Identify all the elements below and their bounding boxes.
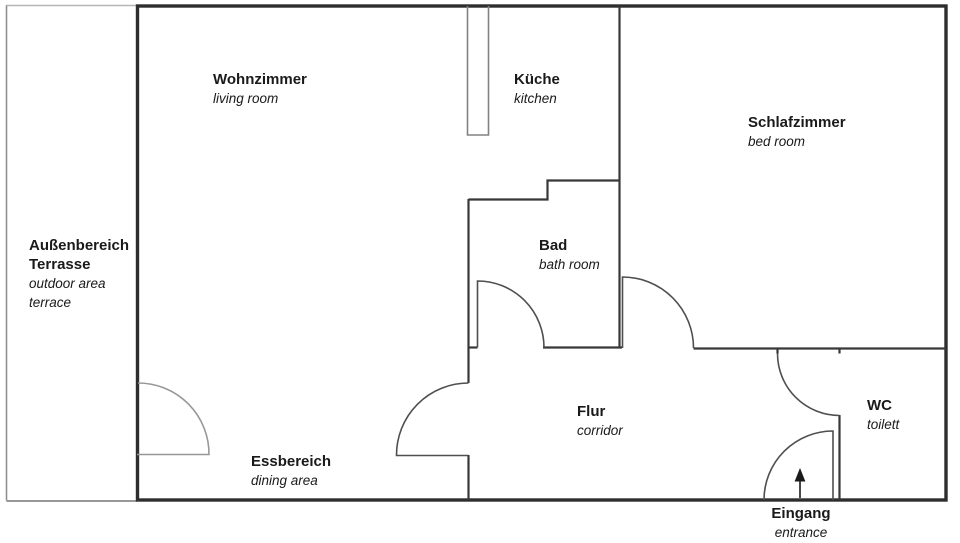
- room-label-outdoor-de2: Terrasse: [29, 256, 91, 273]
- room-label-living-en: living room: [213, 91, 279, 106]
- room-label-bedroom: Schlafzimmer bed room: [748, 113, 846, 151]
- room-label-outdoor: Außenbereich Terrasse outdoor area terra…: [29, 236, 129, 312]
- room-label-kitchen-en: kitchen: [514, 91, 557, 106]
- room-label-dining: Essbereich dining area: [251, 452, 331, 490]
- entrance-door: [763, 430, 834, 501]
- room-label-entrance: Eingang entrance: [771, 504, 830, 542]
- kitchen-south-wall: [468, 179, 620, 201]
- room-label-outdoor-de1: Außenbereich: [29, 237, 130, 254]
- entrance-arrow-icon: [794, 468, 806, 498]
- room-label-living-de: Wohnzimmer: [213, 71, 307, 88]
- wc-door-jambs: [776, 348, 841, 354]
- room-label-kitchen-de: Küche: [514, 71, 560, 88]
- room-label-corridor: Flur corridor: [577, 402, 623, 440]
- room-label-bedroom-en: bed room: [748, 134, 806, 149]
- room-label-bath: Bad bath room: [539, 236, 600, 274]
- room-label-kitchen: Küche kitchen: [514, 70, 560, 108]
- room-label-dining-de: Essbereich: [251, 453, 332, 470]
- room-label-living: Wohnzimmer living room: [213, 70, 307, 108]
- room-label-wc-en: toilett: [867, 417, 900, 432]
- room-label-bath-en: bath room: [539, 257, 600, 272]
- apartment-outer-wall: [135, 4, 948, 502]
- room-label-wc: WC toilett: [867, 396, 899, 434]
- room-label-bath-de: Bad: [539, 237, 568, 254]
- room-label-entrance-de: Eingang: [771, 505, 831, 522]
- room-label-wc-de: WC: [867, 397, 892, 414]
- doors: [395, 276, 840, 501]
- room-label-outdoor-en1: outdoor area: [29, 276, 106, 291]
- room-label-corridor-en: corridor: [577, 423, 623, 438]
- room-label-outdoor-en2: terrace: [29, 295, 72, 310]
- wc-door: [776, 353, 840, 417]
- terrace-door: [137, 382, 210, 456]
- room-label-bedroom-de: Schlafzimmer: [748, 114, 846, 131]
- room-label-dining-en: dining area: [251, 473, 318, 488]
- interior-walls: [467, 6, 946, 500]
- room-label-corridor-de: Flur: [577, 403, 606, 420]
- bedroom-door: [621, 276, 695, 349]
- bath-door: [476, 280, 545, 348]
- room-label-entrance-en: entrance: [774, 525, 828, 540]
- terrace-boundary: [5, 4, 137, 502]
- dining-corridor-door: [395, 382, 469, 457]
- kitchen-partition-stub: [466, 6, 490, 136]
